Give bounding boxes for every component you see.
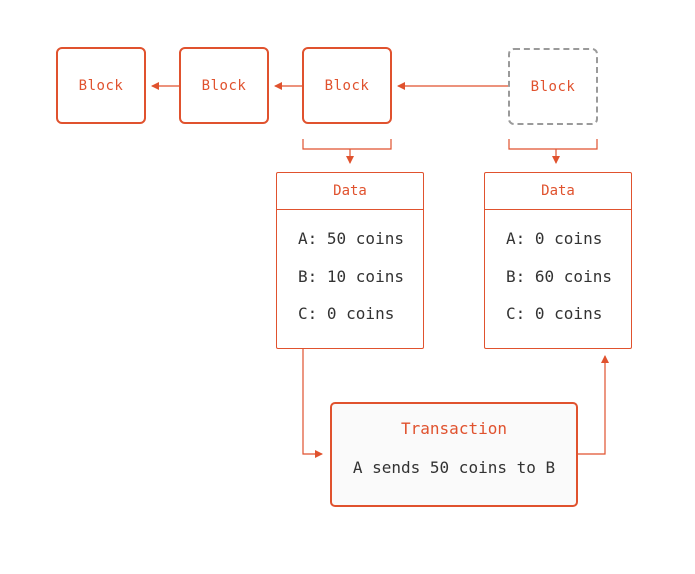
- block-3: Block: [302, 47, 392, 124]
- data-row: A: 0 coins: [506, 229, 603, 248]
- data-card-after-title: Data: [485, 173, 631, 210]
- data-row: B: 10 coins: [298, 267, 404, 286]
- bracket-block-3: [302, 139, 392, 150]
- transaction-text: A sends 50 coins to B: [352, 458, 556, 477]
- transaction-title: Transaction: [401, 419, 507, 438]
- transaction-box: Transaction A sends 50 coins to B: [330, 402, 578, 507]
- block-1-label: Block: [78, 77, 124, 94]
- data-row: A: 50 coins: [298, 229, 404, 248]
- data-card-before: Data A: 50 coins B: 10 coins C: 0 coins: [276, 172, 424, 349]
- data-card-before-title: Data: [277, 173, 423, 210]
- data-row: C: 0 coins: [506, 304, 603, 323]
- data-row: C: 0 coins: [298, 304, 395, 323]
- block-2-label: Block: [201, 77, 247, 94]
- block-2: Block: [179, 47, 269, 124]
- block-4-label: Block: [530, 78, 576, 95]
- block-1: Block: [56, 47, 146, 124]
- block-4-pending: Block: [508, 48, 598, 125]
- bracket-block-4: [508, 139, 598, 150]
- data-card-after: Data A: 0 coins B: 60 coins C: 0 coins: [484, 172, 632, 349]
- block-3-label: Block: [324, 77, 370, 94]
- arrow-transaction-to-data: [578, 355, 609, 455]
- data-row: B: 60 coins: [506, 267, 612, 286]
- arrow-data-to-transaction: [302, 348, 323, 458]
